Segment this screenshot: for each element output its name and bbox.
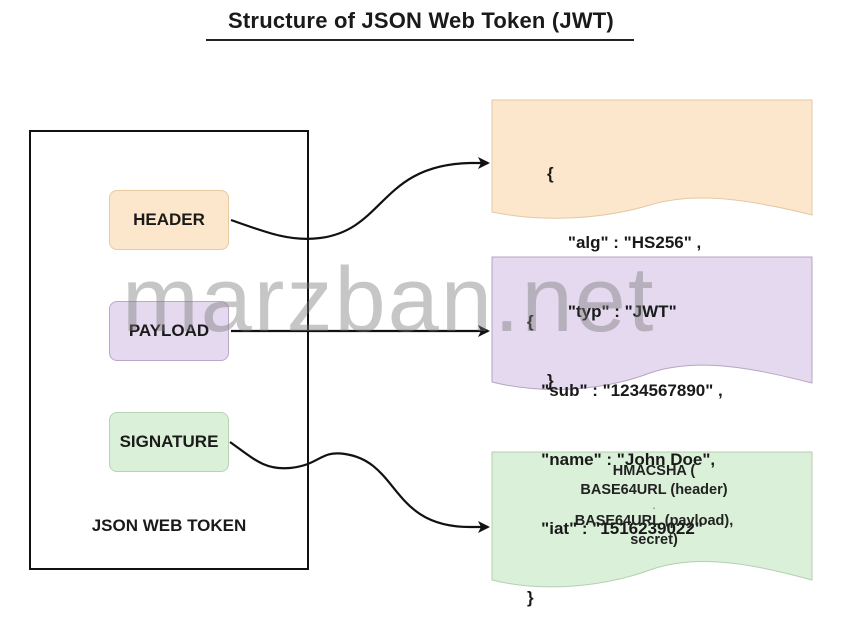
code-line: "name" : "John Doe",	[527, 450, 716, 469]
code-line: "iat" : "1516239022"	[527, 519, 703, 538]
signature-document-text: HMACSHA ( BASE64URL (header) . BASE64URL…	[494, 462, 814, 550]
code-line: "typ" : "JWT"	[549, 302, 677, 321]
title-underline	[206, 39, 634, 41]
header-part-label: HEADER	[133, 210, 205, 229]
signature-part-label: SIGNATURE	[119, 432, 219, 451]
signature-part: SIGNATURE	[109, 412, 229, 472]
code-line: {	[527, 312, 534, 331]
payload-part-label: PAYLOAD	[128, 321, 210, 340]
diagram-title: Structure of JSON Web Token (JWT)	[228, 8, 614, 33]
code-line: }	[547, 371, 554, 390]
json-web-token-label: JSON WEB TOKEN	[91, 516, 247, 535]
header-document-shape	[491, 99, 813, 219]
payload-document-shape	[491, 256, 813, 390]
payload-document-text: { "sub" : "1234567890" , "name" : "John …	[527, 264, 723, 632]
header-part: HEADER	[109, 190, 229, 250]
code-line: {	[547, 164, 554, 183]
code-line: BASE64URL (header)	[580, 482, 728, 498]
code-line: HMACSHA (	[612, 463, 696, 479]
code-line: }	[527, 588, 534, 607]
code-line: secret)	[630, 532, 678, 548]
code-line: .	[652, 501, 656, 511]
signature-document-shape	[491, 451, 813, 588]
code-line: BASE64URL (payload),	[574, 513, 734, 529]
code-line: "sub" : "1234567890" ,	[527, 381, 723, 400]
code-line: "alg" : "HS256" ,	[549, 233, 702, 252]
diagram-canvas	[229, 99, 813, 588]
header-connector-arrow	[230, 157, 490, 240]
signature-connector-arrow	[229, 441, 490, 533]
header-document-text: { "alg" : "HS256" , "typ" : "JWT" }	[547, 116, 701, 415]
payload-part: PAYLOAD	[109, 301, 229, 361]
